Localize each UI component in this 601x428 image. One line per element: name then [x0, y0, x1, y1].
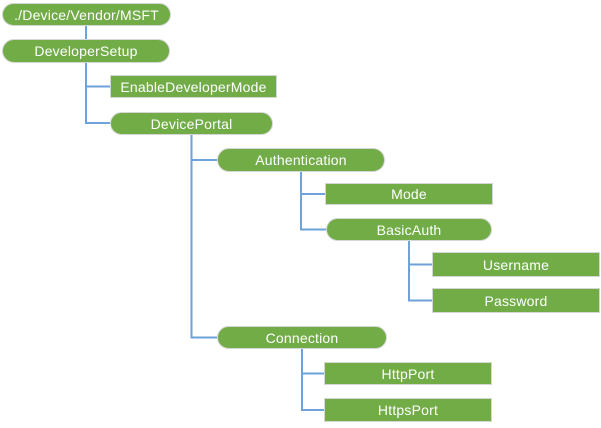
node-root: ./Device/Vendor/MSFT: [2, 3, 171, 26]
node-mode: Mode: [325, 183, 493, 205]
connector-connection-to-httpsport: [301, 349, 324, 411]
node-authentication: Authentication: [217, 148, 385, 172]
node-https-port: HttpsPort: [324, 398, 492, 422]
node-http-port: HttpPort: [324, 362, 492, 385]
connector-authentication-to-basicauth: [300, 172, 326, 231]
node-connection: Connection: [217, 326, 387, 349]
connector-deviceportal-to-connection: [190, 134, 217, 339]
connector-developersetup-to-deviceportal: [85, 63, 110, 124]
node-developer-setup: DeveloperSetup: [2, 39, 170, 63]
node-username: Username: [432, 252, 600, 277]
node-basic-auth: BasicAuth: [326, 218, 492, 241]
connector-basicauth-to-password: [408, 241, 432, 302]
node-device-portal: DevicePortal: [110, 112, 273, 135]
node-password: Password: [432, 288, 600, 313]
node-enable-developer-mode: EnableDeveloperMode: [110, 75, 277, 98]
